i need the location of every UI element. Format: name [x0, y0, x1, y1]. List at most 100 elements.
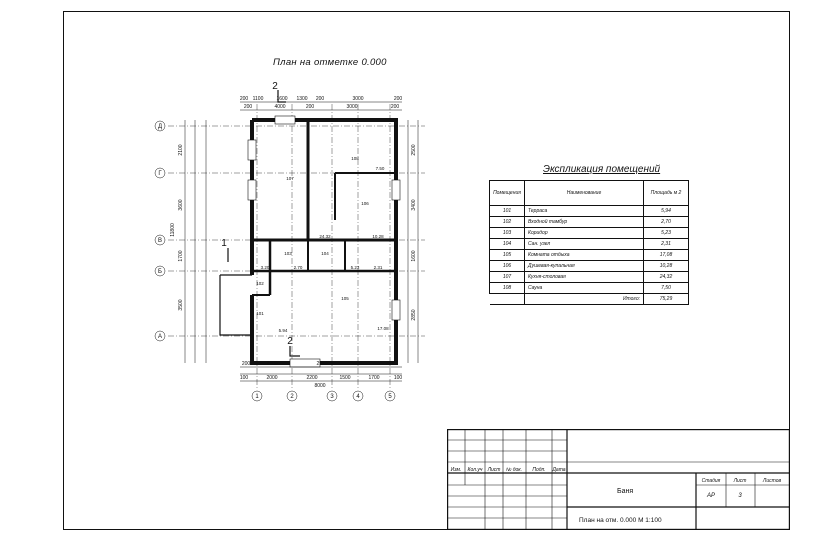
dimension: 100 — [240, 375, 249, 381]
table-row: 102 Входной тамбур 2,70 — [489, 216, 689, 228]
cut-mark: 2 — [287, 336, 293, 347]
axis-label: 3 — [330, 394, 334, 400]
dimension: 2000 — [266, 375, 277, 381]
dimension: 3000 — [346, 104, 357, 110]
dimension: 1300 — [296, 96, 307, 102]
dimension: 2850 — [411, 309, 417, 320]
room-area: 24,32 — [643, 271, 689, 283]
empty-cell — [489, 293, 525, 305]
table-row: 104 Сан. узел 2,31 — [489, 238, 689, 250]
floor-plan: Д Г В Б А 1 2 3 4 5 2 2 1 200 1100 1600 … — [154, 81, 425, 402]
stage-label: Стадия — [702, 478, 721, 484]
dimension: 2500 — [411, 144, 417, 155]
stage-value: АР — [706, 493, 715, 499]
dimension: 200 — [391, 104, 400, 110]
title-block: Изм. Кол.уч Лист № док. Подп. Дата Стади… — [447, 429, 790, 530]
axis-label: Б — [158, 269, 162, 275]
dimension: 200 — [316, 96, 325, 102]
explication-table: Помещения Наименование Площадь м 2 101 Т… — [489, 180, 689, 305]
area-label: 17.08 — [377, 326, 389, 331]
dimension: 3400 — [411, 199, 417, 210]
area-label: 2.31 — [374, 265, 383, 270]
room-number: 101 — [256, 311, 264, 316]
room-num: 107 — [489, 271, 525, 283]
dimension: 1500 — [339, 375, 350, 381]
room-number: 103 — [284, 251, 292, 256]
sheet-title: План на отм. 0.000 М 1:100 — [579, 517, 662, 524]
area-label: 5.23 — [351, 265, 360, 270]
room-area: 2,70 — [643, 216, 689, 228]
dimension: 2950 — [316, 361, 327, 367]
room-num: 106 — [489, 260, 525, 272]
dimension-total: 8000 — [314, 383, 325, 389]
table-row: 101 Терраса 5,94 — [489, 205, 689, 217]
dimension: 3600 — [178, 199, 184, 210]
sheet-label: Лист — [733, 478, 747, 484]
room-num: 102 — [489, 216, 525, 228]
explication-title: Экспликация помещений — [543, 164, 661, 175]
area-label: 7.50 — [376, 166, 385, 171]
room-num: 103 — [489, 227, 525, 239]
stamp-col-header: Подп. — [532, 467, 545, 473]
room-name: Кухня-столовая — [524, 271, 644, 283]
dimension: 2200 — [306, 375, 317, 381]
dimension: 100 — [394, 375, 403, 381]
stamp-col-header: № док. — [506, 467, 522, 473]
room-name: Терраса — [524, 205, 644, 217]
table-header-row: Помещения Наименование Площадь м 2 — [489, 180, 689, 206]
room-name: Комната отдыха — [524, 249, 644, 261]
dimension: 1600 — [411, 250, 417, 261]
dimension: 200 — [240, 96, 249, 102]
sheet-value: 3 — [738, 493, 742, 499]
dimension: 1600 — [276, 96, 287, 102]
room-number: 108 — [351, 156, 359, 161]
dimension: 200 — [386, 361, 395, 367]
axis-label: В — [158, 238, 162, 244]
area-label: 2.70 — [294, 265, 303, 270]
dimension: 200 — [306, 104, 315, 110]
dimension: 1700 — [368, 375, 379, 381]
axis-label: А — [158, 334, 162, 340]
room-number: 106 — [361, 201, 369, 206]
room-area: 2,31 — [643, 238, 689, 250]
room-name: Сауна — [524, 282, 644, 294]
dimension: 3000 — [352, 96, 363, 102]
stamp-col-header: Дата — [551, 467, 565, 473]
area-label: 24.32 — [319, 234, 331, 239]
room-name: Коридор — [524, 227, 644, 239]
room-area: 5,23 — [643, 227, 689, 239]
stamp-col-header: Лист — [487, 467, 501, 473]
total-value: 75,29 — [643, 293, 689, 305]
cut-mark: 2 — [272, 81, 278, 92]
dimension: 2100 — [178, 144, 184, 155]
axis-label: Г — [158, 171, 162, 177]
area-label: 3.20 — [261, 265, 270, 270]
table-row: 103 Коридор 5,23 — [489, 227, 689, 239]
axis-label: 1 — [255, 394, 259, 400]
dimension: 200 — [242, 361, 251, 367]
dimension: 1100 — [253, 96, 264, 102]
header-num: Помещения — [489, 180, 525, 206]
cut-mark: 1 — [221, 238, 227, 249]
table-row: 108 Сауна 7,50 — [489, 282, 689, 294]
room-area: 7,50 — [643, 282, 689, 294]
axis-label: Д — [158, 124, 162, 130]
header-area: Площадь м 2 — [643, 180, 689, 206]
stamp-col-header: Кол.уч — [468, 467, 483, 473]
room-name: Сан. узел — [524, 238, 644, 250]
stamp-col-header: Изм. — [451, 467, 462, 473]
axis-label: 2 — [290, 394, 294, 400]
area-label: 10.28 — [372, 234, 384, 239]
room-num: 105 — [489, 249, 525, 261]
room-name: Душевая-купальная — [524, 260, 644, 272]
room-number: 107 — [286, 176, 294, 181]
drawing-frame — [63, 11, 790, 530]
room-number: 102 — [256, 281, 264, 286]
axis-label: 5 — [388, 394, 392, 400]
total-label: Итого: — [524, 293, 644, 305]
table-row: 107 Кухня-столовая 24,32 — [489, 271, 689, 283]
room-name: Входной тамбур — [524, 216, 644, 228]
dimension: 4000 — [274, 104, 285, 110]
room-area: 17,08 — [643, 249, 689, 261]
area-label: 5.94 — [279, 328, 288, 333]
